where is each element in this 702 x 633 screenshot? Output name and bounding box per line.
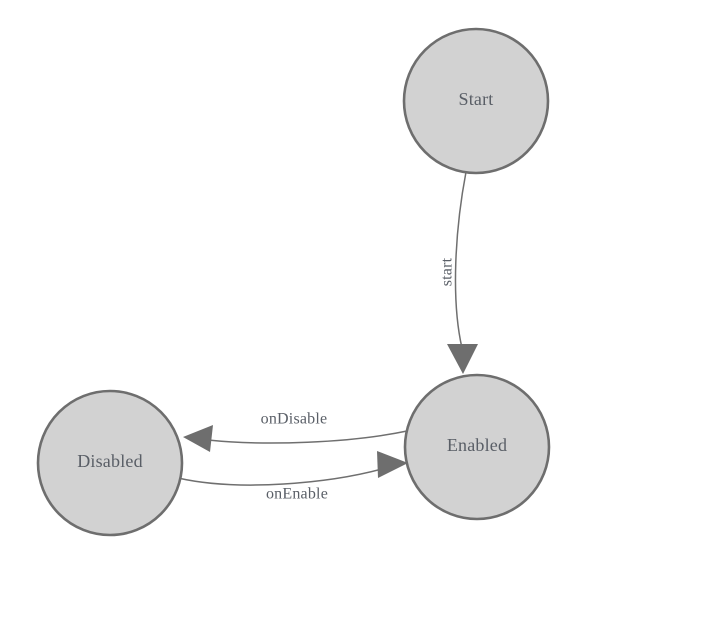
node-start-circle: [402, 27, 550, 175]
edge-enabled-to-disabled-arrowhead-icon: [183, 425, 213, 452]
edge-label-start: start: [439, 257, 456, 286]
node-enabled-label: Enabled: [447, 435, 507, 455]
edge-label-onenable: onEnable: [266, 486, 328, 503]
edge-enabled-to-disabled[interactable]: onDisable: [183, 411, 408, 453]
node-disabled-circle: [36, 389, 184, 537]
node-start[interactable]: Start: [402, 27, 550, 175]
node-enabled[interactable]: Enabled: [403, 373, 551, 521]
node-start-label: Start: [459, 89, 494, 109]
edge-disabled-to-enabled-arrowhead-icon: [377, 451, 408, 478]
edge-start-to-enabled[interactable]: start: [439, 171, 479, 374]
node-disabled-label: Disabled: [77, 451, 143, 471]
edge-disabled-to-enabled-path: [177, 468, 383, 486]
edge-label-ondisable: onDisable: [261, 411, 328, 428]
edge-start-to-enabled-arrowhead-icon: [447, 344, 478, 374]
edge-disabled-to-enabled[interactable]: onEnable: [177, 451, 408, 503]
node-disabled[interactable]: Disabled: [36, 389, 184, 537]
node-enabled-circle: [403, 373, 551, 521]
edge-enabled-to-disabled-path: [207, 430, 408, 444]
edge-start-to-enabled-path: [454, 171, 467, 349]
